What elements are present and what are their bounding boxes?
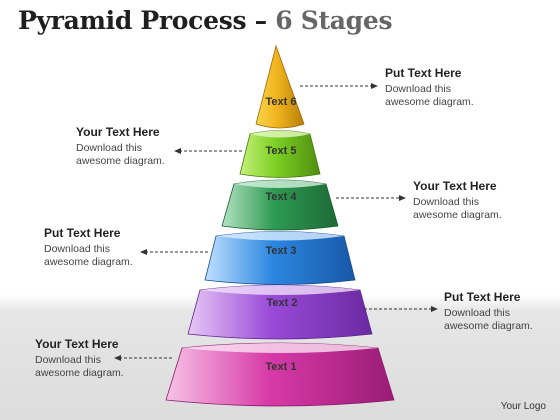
tier-2 [187,284,373,340]
tier-4 [221,179,339,231]
tier-3-label: Text 3 [266,245,297,257]
callout-3-line1: Download this [44,243,110,255]
logo-placeholder: Your Logo [500,401,546,412]
callout-2: Put Text Here Download this awesome diag… [444,291,533,333]
arrowhead-4 [399,195,406,201]
callout-1-heading: Your Text Here [35,337,119,351]
callout-6-heading: Put Text Here [385,66,462,80]
tier-1-label: Text 1 [266,361,297,373]
callout-5-line1: Download this [76,142,142,154]
callout-5-line2: awesome diagram. [76,155,165,167]
title-main: Pyramid Process – [18,6,276,35]
callout-3-heading: Put Text Here [44,226,121,240]
callout-6-line2: awesome diagram. [385,96,474,108]
arrowhead-3 [140,249,147,255]
callout-4-line2: awesome diagram. [413,209,502,221]
callout-5-heading: Your Text Here [76,125,160,139]
callout-4: Your Text Here Download this awesome dia… [413,180,502,222]
callout-4-heading: Your Text Here [413,179,497,193]
tier-1 [165,342,395,407]
connector-lines [120,85,432,359]
callout-2-heading: Put Text Here [444,290,521,304]
callout-3-line2: awesome diagram. [44,256,133,268]
arrowhead-6 [371,83,378,89]
callout-1-line1: Download this [35,354,101,366]
callout-1: Your Text Here Download this awesome dia… [35,338,124,380]
tier-3 [204,231,356,285]
callout-2-line1: Download this [444,307,510,319]
title-sub: 6 Stages [275,6,393,35]
tier-4-label: Text 4 [266,191,298,203]
tier-6-label: Text 6 [266,96,297,108]
tier-6 [255,44,305,129]
arrowhead-2 [431,306,438,312]
connector-arrowheads [114,83,438,361]
tier-5 [239,130,321,178]
arrowhead-5 [174,148,181,154]
tier-2-label: Text 2 [267,297,298,309]
callout-6-line1: Download this [385,83,451,95]
page-title: Pyramid Process – 6 Stages [18,6,393,35]
tier-5-label: Text 5 [266,145,297,157]
arrowhead-1 [114,355,121,361]
callout-4-line1: Download this [413,196,479,208]
callout-6: Put Text Here Download this awesome diag… [385,67,474,109]
callout-1-line2: awesome diagram. [35,367,124,379]
callout-5: Your Text Here Download this awesome dia… [76,126,165,168]
callout-3: Put Text Here Download this awesome diag… [44,227,133,269]
callout-2-line2: awesome diagram. [444,320,533,332]
